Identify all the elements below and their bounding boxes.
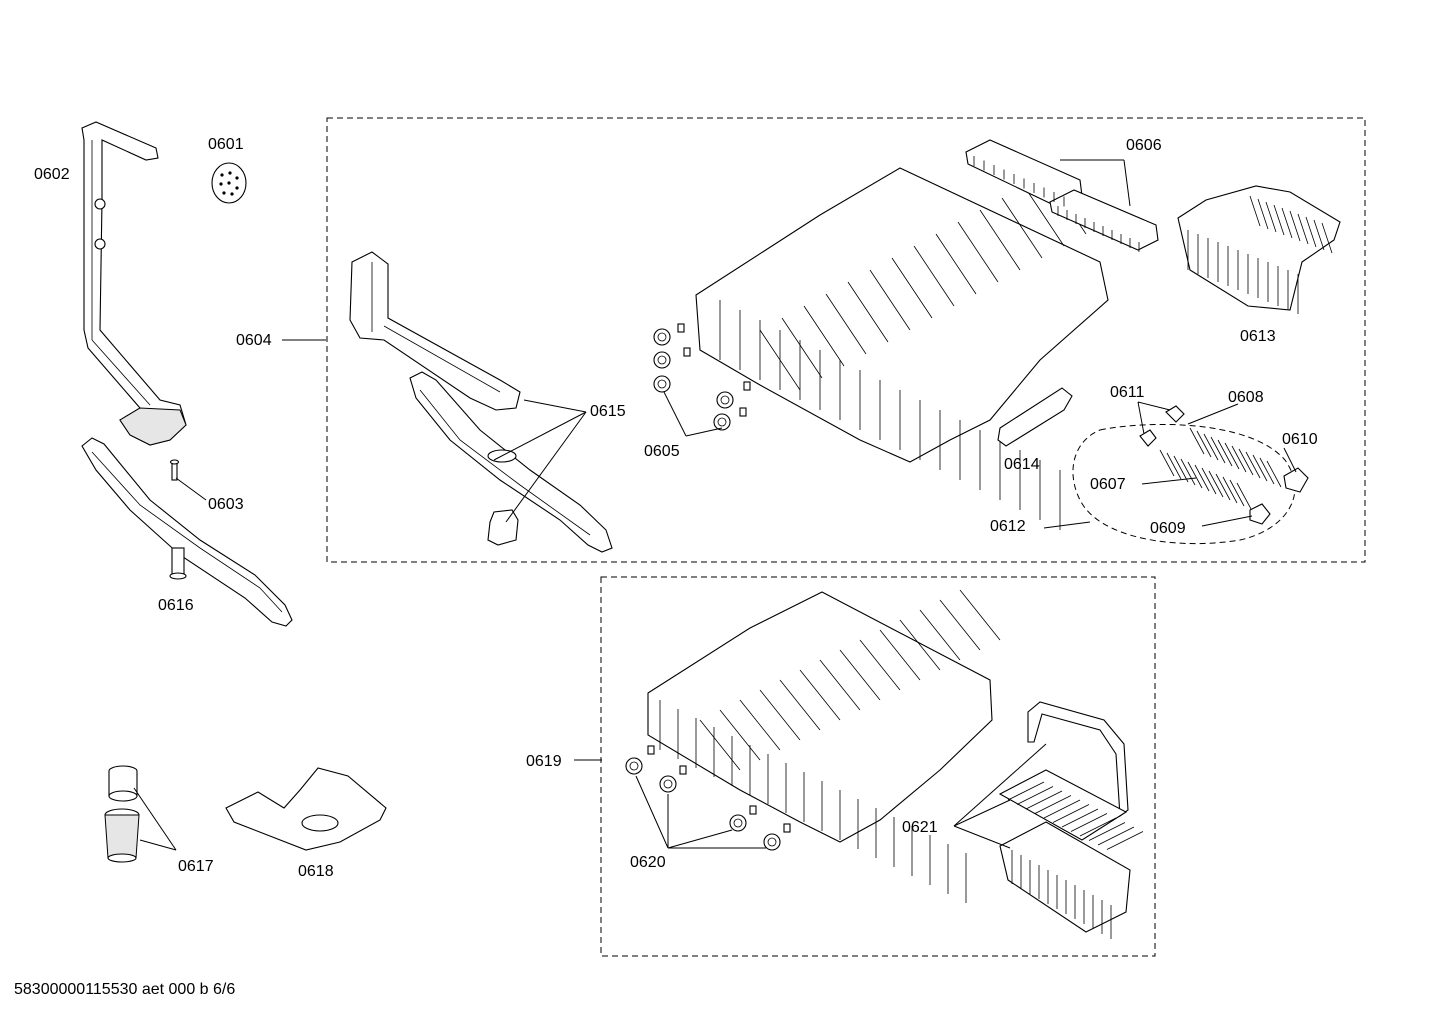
lower-rack-rollers-drawing (625, 745, 791, 851)
cup-shelves-drawing (965, 139, 1159, 252)
callout-0613: 0613 (1240, 328, 1276, 345)
drawing-reference-code: 58300000115530 aet 000 b 6/6 (14, 981, 236, 998)
callout-0614: 0614 (1004, 456, 1040, 473)
callout-0620: 0620 (630, 854, 666, 871)
callout-0617: 0617 (178, 858, 214, 875)
lower-basket-drawing (647, 589, 1001, 903)
upper-rack-group-box (326, 117, 1366, 563)
callout-0605: 0605 (644, 443, 680, 460)
clip-parts-drawing (1139, 405, 1309, 525)
supply-pipe-drawing (81, 121, 187, 446)
callout-0603: 0603 (208, 496, 244, 513)
upper-basket-drawing (695, 167, 1109, 530)
filter-cap-drawing (211, 162, 247, 204)
filter-drawing (104, 765, 140, 863)
callout-0619: 0619 (526, 753, 562, 770)
upper-spray-pipe-drawing (349, 251, 521, 411)
callout-0606: 0606 (1126, 137, 1162, 154)
callout-0608: 0608 (1228, 389, 1264, 406)
callout-0604: 0604 (236, 332, 272, 349)
cutlery-basket-lower-drawing (998, 701, 1144, 939)
filter-plate-drawing (225, 767, 387, 851)
upper-spray-arm-drawing (409, 371, 613, 553)
callout-0601: 0601 (208, 136, 244, 153)
callout-0602: 0602 (34, 166, 70, 183)
callout-0618: 0618 (298, 863, 334, 880)
callout-0609: 0609 (1150, 520, 1186, 537)
upper-rack-rollers-drawing (653, 323, 751, 431)
lower-spray-arm-drawing (81, 437, 293, 627)
lower-rack-group-box (600, 576, 1156, 957)
clip-group-outline (1072, 423, 1296, 545)
screw-drawing (169, 459, 180, 481)
callout-0611: 0611 (1110, 384, 1145, 401)
cutlery-basket-upper-drawing (1177, 185, 1341, 314)
leader-lines (133, 159, 1297, 851)
callout-0610: 0610 (1282, 431, 1318, 448)
callout-0607: 0607 (1090, 476, 1126, 493)
callout-labels: 0601 0602 0603 0604 0605 0606 0607 0608 … (34, 136, 1318, 880)
clip-rail-0614-drawing (997, 387, 1073, 447)
callout-0612: 0612 (990, 518, 1026, 535)
callout-0616: 0616 (158, 597, 194, 614)
callout-0615: 0615 (590, 403, 626, 420)
callout-0621: 0621 (902, 819, 938, 836)
